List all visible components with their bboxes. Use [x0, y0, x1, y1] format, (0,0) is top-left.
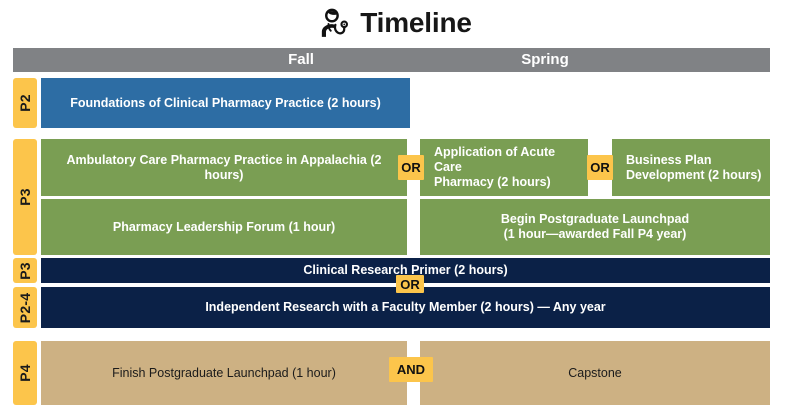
- year-chip-p3-green: P3: [13, 139, 37, 255]
- connector-label: OR: [590, 160, 610, 175]
- course-bar-business-plan-development[interactable]: Business Plan Development (2 hours): [612, 139, 770, 196]
- connector-badge-or-fall-spring[interactable]: OR: [398, 155, 424, 180]
- course-label: Begin Postgraduate Launchpad (1 hour—awa…: [501, 212, 689, 242]
- course-bar-ambulatory-care-pharmacy-practice-in-appalachia[interactable]: Ambulatory Care Pharmacy Practice in App…: [41, 139, 407, 196]
- connector-badge-and-p4[interactable]: AND: [389, 357, 433, 382]
- connector-label: OR: [401, 160, 421, 175]
- year-chip-p2: P2: [13, 78, 37, 128]
- course-bar-independent-research-with-a-faculty-member[interactable]: Independent Research with a Faculty Memb…: [41, 287, 770, 328]
- course-label: Application of Acute Care Pharmacy (2 ho…: [434, 145, 580, 190]
- page-title-block: Timeline: [0, 2, 788, 44]
- course-label: Independent Research with a Faculty Memb…: [205, 300, 606, 314]
- course-bar-application-of-acute-care-pharmacy[interactable]: Application of Acute Care Pharmacy (2 ho…: [420, 139, 588, 196]
- year-chip-p2-label: P2: [17, 94, 33, 112]
- year-chip-p2-4: P2-4: [13, 287, 37, 328]
- year-chip-p3-navy-label: P3: [17, 261, 33, 280]
- connector-badge-or-spring-spring[interactable]: OR: [587, 155, 613, 180]
- course-label-line1: Business Plan: [626, 152, 712, 167]
- season-label-spring: Spring: [521, 51, 569, 68]
- course-label-line2: (1 hour—awarded Fall P4 year): [503, 227, 687, 241]
- course-bar-capstone[interactable]: Capstone: [420, 341, 770, 405]
- course-bar-pharmacy-leadership-forum[interactable]: Pharmacy Leadership Forum (1 hour): [41, 199, 407, 255]
- course-label-line2: Development (2 hours): [626, 167, 762, 182]
- course-label: Ambulatory Care Pharmacy Practice in App…: [66, 152, 382, 182]
- connector-label: OR: [400, 276, 420, 292]
- course-label: Business Plan Development (2 hours): [626, 153, 761, 183]
- course-label: Clinical Research Primer (2 hours): [303, 263, 508, 277]
- course-bar-finish-postgraduate-launchpad[interactable]: Finish Postgraduate Launchpad (1 hour): [41, 341, 407, 405]
- course-label: Capstone: [568, 365, 622, 380]
- course-label: Pharmacy Leadership Forum (1 hour): [112, 219, 336, 234]
- course-label: Finish Postgraduate Launchpad (1 hour): [112, 365, 336, 380]
- course-label-line1: Begin Postgraduate Launchpad: [500, 212, 690, 226]
- year-chip-p2-4-label: P2-4: [17, 292, 33, 323]
- connector-badge-or-research[interactable]: OR: [396, 275, 424, 293]
- course-bar-begin-postgraduate-launchpad[interactable]: Begin Postgraduate Launchpad (1 hour—awa…: [420, 199, 770, 255]
- connector-label: AND: [396, 362, 426, 377]
- season-header-bar: Fall Spring: [13, 48, 770, 72]
- year-chip-p4-label: P4: [17, 364, 33, 382]
- season-label-fall: Fall: [288, 51, 314, 68]
- year-chip-p3-navy: P3: [13, 258, 37, 283]
- course-label-line2: Pharmacy (2 hours): [434, 175, 551, 189]
- year-chip-p3-green-label: P3: [17, 188, 33, 206]
- pharmacist-stethoscope-icon: [316, 6, 350, 40]
- year-chip-p4: P4: [13, 341, 37, 405]
- course-label: Foundations of Clinical Pharmacy Practic…: [70, 95, 381, 110]
- course-bar-foundations-of-clinical-pharmacy-practice[interactable]: Foundations of Clinical Pharmacy Practic…: [41, 78, 410, 128]
- page-title: Timeline: [360, 7, 472, 38]
- course-label-line1: Application of Acute Care: [434, 145, 556, 174]
